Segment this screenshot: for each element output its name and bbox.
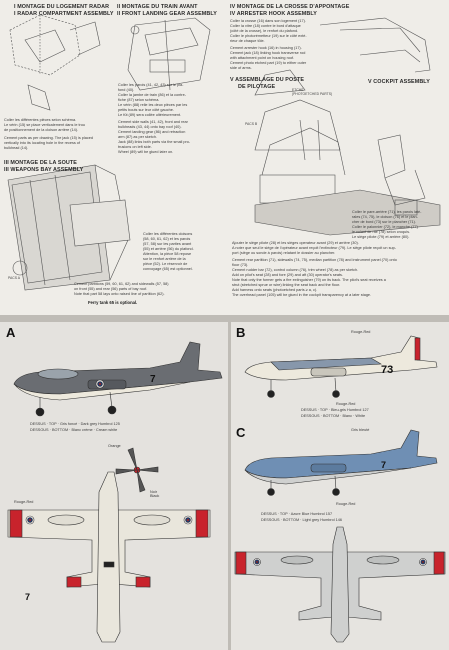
bay-text-fr-5: Attention, la pièce 58 repose bbox=[143, 252, 192, 256]
hook-text-en-4: Cement photo etched part (19) to either … bbox=[230, 61, 307, 65]
section-bay-en: III WEAPONS BAY ASSEMBLY bbox=[4, 167, 84, 173]
hook-text-fr-5: rieur de chaque tôle. bbox=[230, 39, 265, 43]
section-gear-en: II FRONT LANDING GEAR ASSEMBLY bbox=[117, 11, 217, 17]
cockpit-text-en-8: The overhead panel (105) will be glued i… bbox=[232, 293, 372, 297]
section-hook-en: IV ARRESTER HOOK ASSEMBLY bbox=[230, 11, 317, 17]
profile-a-orange-label: Orange bbox=[108, 444, 121, 448]
profile-c-letter: C bbox=[236, 425, 246, 440]
profile-bc-sheet: B Rouge-Red 73 Rouge-Red DESSUS · TOP · … bbox=[231, 322, 449, 650]
bay-text-fr-7: pièce (52). Le réservoir de bbox=[143, 262, 188, 266]
gear-text-fr-6: petits bouts sur leur côté gauche. bbox=[118, 108, 174, 112]
cockpit-text-en-4: Add on pilot's seat (28) and fore (29) a… bbox=[232, 273, 343, 277]
hook-text-fr-3: (côté de la crosse), le renfort du plafo… bbox=[230, 29, 299, 33]
profile-b-letter: B bbox=[236, 325, 246, 340]
radar-text-fr-3: de positionnement de la cloison arrière … bbox=[4, 128, 79, 132]
gear-text-en-4: arm (87) as per sketch. bbox=[118, 135, 158, 139]
profile-b-red-label-2: Rouge-Red bbox=[336, 402, 356, 406]
profile-bc-drawing bbox=[234, 335, 446, 643]
profile-c-red-label: Rouge-Red bbox=[336, 502, 356, 506]
bay-text-fr-6: sur le renfort arrière de la bbox=[143, 257, 186, 261]
hook-text-fr-4: Coller le photorémetteur (19) sur le côt… bbox=[230, 34, 307, 38]
radar-text-fr-2: Le vérin (15) se place verticalement dan… bbox=[4, 123, 86, 127]
section-hook-fr: IV MONTAGE DE LA CROSSE D'APPONTAGE bbox=[230, 4, 350, 10]
radar-text-en-3: bulkhead (14). bbox=[4, 146, 29, 150]
section-cockpit-fr-2: DE PILOTAGE bbox=[238, 84, 276, 90]
profile-a-underwing-code: 7 bbox=[25, 592, 31, 602]
cockpit-text-fr-4: Coller le palonnier (72), le manche (77) bbox=[352, 225, 418, 229]
cockpit-text-fr2-2: A noter que seul le siège de l'opérateur… bbox=[232, 246, 396, 250]
radar-text-fr-1: Coller les différentes pièces selon sché… bbox=[4, 118, 77, 122]
profile-b-top-color: DESSUS · TOP · Bleu-gris Humbrol 127 bbox=[301, 408, 369, 412]
cockpit-text-en-2: floor (73). bbox=[232, 263, 249, 267]
cockpit-text-en-3: Cement rudder bar (72), control column (… bbox=[232, 268, 359, 272]
gear-text-fr-2: fond (40). bbox=[118, 88, 135, 92]
gear-text-en-1: Cement side walls (41, 42), front and re… bbox=[118, 120, 188, 124]
gear-text-fr-7: Le fût (89) sera collée ultérieurement. bbox=[118, 113, 182, 117]
profile-a-red-label: Rouge-Red bbox=[14, 500, 34, 504]
profile-b-red-label: Rouge-Red bbox=[351, 330, 371, 334]
profile-c-code: 7 bbox=[381, 460, 387, 470]
gear-text-en-5: Jack (88) links both parts via the small… bbox=[118, 140, 191, 144]
bay-text-fr-2: (58, 60, 61, 62) et les parois bbox=[143, 237, 191, 241]
gear-text-en-6: trusions on left side. bbox=[118, 145, 152, 149]
hook-text-en-3: with attachment point on housing roof. bbox=[230, 56, 295, 60]
gear-text-en-3: Cement landing gear (86) and retraction bbox=[118, 130, 186, 134]
section-bay-fr: III MONTAGE DE LA SOUTE bbox=[4, 160, 77, 166]
profile-c-bottom-color: DESSOUS · BOTTOM · Light grey Humbrol 14… bbox=[261, 518, 342, 522]
hook-text-en-1: Cement arrester hook (16) in housing (17… bbox=[230, 46, 302, 50]
section-gear-fr: II MONTAGE DU TRAIN AVANT bbox=[117, 4, 198, 10]
hook-text-fr-2: Coller la vitre (18) contre le bord d'at… bbox=[230, 24, 301, 28]
gear-text-fr-1: Coller les parois (41, 42, 43) sur le pl… bbox=[118, 83, 184, 87]
photoetched-label: ETCHÉ (PHOTOETCHED PARTS) bbox=[292, 88, 333, 96]
cockpit-text-fr-2: rales (74, 75), le cloison (76) et le pl… bbox=[352, 215, 418, 219]
cockpit-text-en-1: Cement rear partition (71), sidewalls (7… bbox=[232, 258, 397, 262]
hook-text-en-2: Cement jack (18) linking hook transverse… bbox=[230, 51, 306, 55]
assembly-drawings bbox=[7, 14, 441, 291]
cockpit-text-fr2-1: Ajouter le siège pilote (28) et les sièg… bbox=[232, 241, 359, 245]
bay-text-fr-1: Coller les différentes cloisons bbox=[143, 232, 193, 236]
cockpit-text-fr-3: cher de bord (73) sur le plancher (71). bbox=[352, 220, 416, 224]
profile-c-top-color: DESSUS · TOP · Azure Blue Humbrol 157 bbox=[261, 512, 333, 516]
profile-a-sheet: A 7 DESSUS · TOP · Gris foncé · Dark gre… bbox=[0, 322, 228, 650]
section-radar-en: I RADAR COMPARTMENT ASSEMBLY bbox=[14, 11, 114, 17]
cockpit-text-en-7: Add harness onto seats (photoetched part… bbox=[232, 288, 318, 292]
instructions-sheet: I MONTAGE DU LOGEMENT RADAR I RADAR COMP… bbox=[0, 0, 449, 315]
cockpit-text-fr-6: Le siège pilote (79) et arrière (80). bbox=[352, 235, 410, 239]
cockpit-text-fr-5: le volant de rite (78) selon croquis. bbox=[352, 230, 411, 234]
section-radar-fr: I MONTAGE DU LOGEMENT RADAR bbox=[14, 4, 110, 10]
radar-text-en-2: vertically into its locating hole in the… bbox=[4, 141, 80, 145]
cockpit-text-en-6: strut (stretched sprue or wire) linking … bbox=[232, 283, 341, 287]
cockpit-text-fr2-3: port (siège ou sonde à parois) relatant … bbox=[232, 251, 336, 255]
parts-a-label: PACS A bbox=[8, 276, 20, 280]
hook-text-fr-1: Coller la crosse (16) dans son logement … bbox=[230, 19, 306, 23]
bay-text-en-2: on front (55) and rear (56) parts of bay… bbox=[74, 287, 148, 291]
radar-text-en-1: Cement parts as per drawing. The jack (1… bbox=[4, 136, 93, 140]
profile-b-bottom-color: DESSOUS · BOTTOM · Blanc · White bbox=[301, 414, 366, 418]
gear-text-en-2: bulkheads (43, 44) onto bay roof (40). bbox=[118, 125, 182, 129]
profile-b-code: 73 bbox=[381, 364, 394, 376]
section-cockpit-fr-1: V ASSEMBLAGE DU POSTE bbox=[230, 77, 305, 83]
profile-a-drawing bbox=[7, 341, 223, 643]
bay-text-fr-3: (57, 58) sur les parties avant bbox=[143, 242, 192, 246]
profile-a-letter: A bbox=[6, 325, 16, 340]
bay-text-en-3: Note that part 58 lays onto raised line … bbox=[74, 292, 165, 296]
parts-b-label: PACS B bbox=[245, 122, 258, 126]
gear-text-en-7: Wheel (89) will be glued later on. bbox=[118, 150, 174, 154]
cockpit-text-fr-1: Coller le pare-arrière (71), les parois … bbox=[352, 210, 422, 214]
gear-text-fr-3: Coller la jambe de train (86) et la cont… bbox=[118, 93, 186, 97]
cockpit-text-en-5: Note that only the former gets a fire ex… bbox=[232, 278, 386, 282]
ferry-tank-note: Ferry tank 65 is optional. bbox=[88, 300, 138, 305]
section-cockpit-en: V COCKPIT ASSEMBLY bbox=[368, 79, 430, 85]
hook-text-en-5: side of arms. bbox=[230, 66, 252, 70]
bay-text-fr-4: (55) et arrière (56) du plafond. bbox=[143, 247, 194, 251]
profile-c-grey-label: Gris bleuté bbox=[351, 428, 370, 432]
profile-a-code: 7 bbox=[150, 374, 156, 385]
profile-a-bottom-color: DESSOUS · BOTTOM · Blanc crème · Cream w… bbox=[30, 428, 118, 432]
profile-a-top-color: DESSUS · TOP · Gris foncé · Dark grey Hu… bbox=[30, 422, 120, 426]
bay-text-en-1: Cement partitions (59, 60, 61, 62) and s… bbox=[74, 282, 169, 286]
profile-a-black-label: Noir Black bbox=[150, 490, 160, 499]
gear-text-fr-5: Le vérin (88) relie les deux pièces par … bbox=[118, 103, 188, 107]
gear-text-fr-4: fiche (87) selon schéma. bbox=[118, 98, 160, 102]
bay-text-fr-8: convoyage (65) est optionnel. bbox=[143, 267, 193, 271]
